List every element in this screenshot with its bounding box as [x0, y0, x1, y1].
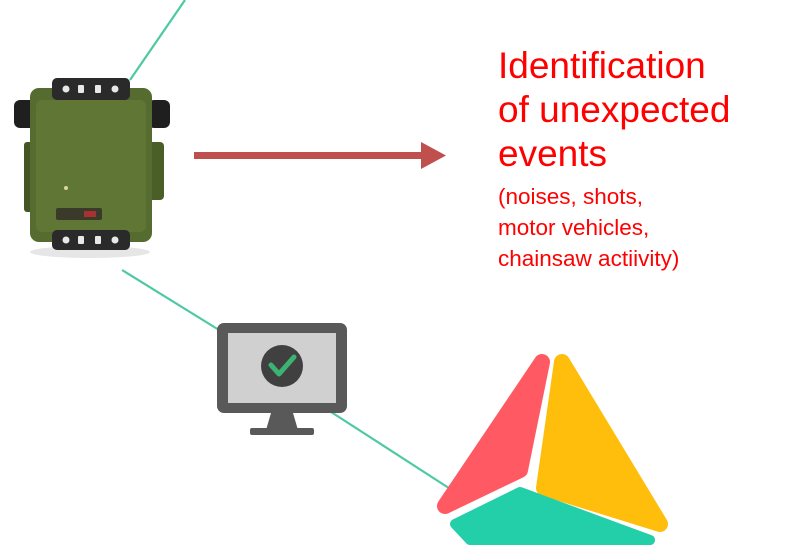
connector-line-top [129, 0, 186, 81]
caption-detail-line-2: motor vehicles, [498, 215, 650, 240]
event-caption: Identification of unexpected events (noi… [498, 44, 790, 274]
caption-title: Identification of unexpected events [498, 44, 790, 176]
audio-sensor-device-icon [14, 78, 170, 258]
check-circle-icon [261, 345, 303, 387]
caption-detail-line-1: (noises, shots, [498, 184, 644, 209]
right-arrow-icon [194, 142, 446, 169]
caption-title-line-1: Identification [498, 45, 706, 86]
connector-line-device-to-monitor [121, 269, 233, 339]
triangle-logo-icon [437, 354, 668, 545]
monitor-check-icon [217, 323, 347, 435]
connector-line-monitor-to-logo [327, 409, 456, 493]
caption-title-line-2: of unexpected [498, 89, 731, 130]
caption-title-line-3: events [498, 133, 608, 174]
check-mark-icon [268, 354, 297, 377]
caption-detail: (noises, shots, motor vehicles, chainsaw… [498, 181, 790, 274]
caption-detail-line-3: chainsaw actiivity) [498, 246, 680, 271]
